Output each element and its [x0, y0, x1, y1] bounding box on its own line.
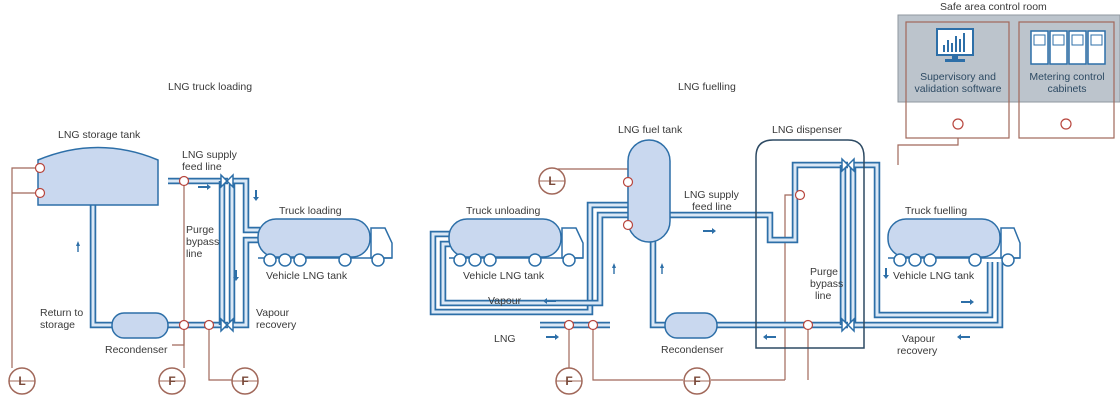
flow-arrow-down-icon [883, 268, 889, 279]
level-signal-line [11, 167, 40, 368]
flow-arrow-left-icon [543, 298, 556, 304]
monitor-icon [936, 28, 974, 62]
flow-arrow-right-icon [546, 334, 559, 340]
vapour-valve-icon[interactable] [220, 317, 234, 333]
left-pipes [89, 177, 260, 329]
right-recondenser-label: Recondenser [661, 344, 724, 356]
return-flow-sensor-2[interactable] [203, 319, 215, 331]
fuelling-truck-icon[interactable] [887, 218, 1021, 267]
cabinets-label-2: cabinets [1047, 83, 1086, 95]
vapour-recovery-label-2: recovery [256, 319, 297, 331]
flow-arrow-up-icon [76, 241, 80, 252]
supply-flow-sensor[interactable] [178, 175, 190, 187]
purge-label-3: line [186, 248, 203, 260]
cabinets-box[interactable] [1018, 21, 1115, 139]
return-flow-sensor-1[interactable] [178, 319, 190, 331]
supply-line-label-1: LNG supply [182, 149, 238, 161]
flow-arrow-up-icon [612, 263, 616, 274]
left-recondenser[interactable] [111, 312, 169, 339]
fuel-purge-label-1: Purge [810, 266, 838, 278]
flow-arrow-down-icon [233, 270, 239, 281]
dispenser-label: LNG dispenser [772, 124, 843, 136]
supply-line-label-2: feed line [182, 161, 222, 173]
lng-flow-sensor-1[interactable] [563, 319, 575, 331]
dispenser-return-valve-icon[interactable] [841, 317, 855, 333]
flow-arrow-right-icon [703, 228, 716, 234]
flow-gauge-left-1[interactable]: F [158, 367, 186, 395]
software-label-1: Supervisory and [920, 71, 996, 83]
section-title-control-room: Safe area control room [940, 1, 1047, 13]
fuel-purge-label-3: line [815, 290, 832, 302]
dispenser-supply-valve-icon[interactable] [841, 157, 855, 173]
vehicle-tank-label: Vehicle LNG tank [266, 270, 348, 282]
flow-arrow-up-icon [660, 263, 664, 274]
svg-text:F: F [565, 374, 572, 388]
vapour-label: Vapour [488, 295, 522, 307]
flow-signal-line-2 [208, 325, 232, 381]
vehicle-tank-label-2: Vehicle LNG tank [893, 270, 975, 282]
section-title-fuelling: LNG fuelling [678, 81, 736, 93]
cabinets-icon [1030, 30, 1106, 65]
supply-valve-icon[interactable] [220, 173, 234, 189]
dispenser-flow-sensor[interactable] [794, 189, 806, 201]
return-label-2: storage [40, 319, 75, 331]
cabinets-label-1: Metering control [1029, 71, 1104, 83]
fuel-tank-sensor-bottom[interactable] [622, 219, 634, 231]
fuel-tank-label: LNG fuel tank [618, 124, 683, 136]
flow-arrow-right-icon [961, 299, 974, 305]
svg-text:F: F [693, 374, 700, 388]
unloading-truck-icon[interactable] [448, 218, 584, 267]
flow-arrow-left-icon [957, 334, 970, 340]
flow-gauge-right-2[interactable]: F [683, 367, 711, 395]
fuel-vapour-recovery-label-2: recovery [897, 345, 938, 357]
lng-label: LNG [494, 333, 516, 345]
cabinets-sensor[interactable] [1060, 118, 1072, 130]
svg-text:F: F [241, 374, 248, 388]
truck-unloading-label: Truck unloading [466, 205, 540, 217]
truck-fuelling-label: Truck fuelling [905, 205, 967, 217]
svg-text:L: L [18, 374, 25, 388]
lng-flow-sensor-2[interactable] [587, 319, 599, 331]
level-gauge-left[interactable]: L [8, 367, 36, 395]
control-room: Supervisory and validation software Mete… [897, 14, 1120, 139]
software-label-2: validation software [915, 83, 1002, 95]
fuel-supply-label-2: feed line [692, 201, 732, 213]
fuelling-system: LNG dispenser LNG fuel tank [429, 124, 1021, 395]
svg-text:L: L [548, 174, 555, 188]
storage-level-sensor-low[interactable] [34, 187, 46, 199]
lng-storage-tank[interactable] [37, 146, 159, 206]
section-title-truck-loading: LNG truck loading [168, 81, 252, 93]
fuel-flow-signal-2 [592, 325, 683, 381]
loading-truck-icon[interactable] [257, 218, 393, 267]
fuel-vapour-recovery-label-1: Vapour [902, 333, 936, 345]
purge-label-2: bypass [186, 236, 219, 248]
lng-fuel-tank[interactable] [627, 139, 671, 243]
flow-arrow-right-icon [198, 184, 211, 190]
flow-gauge-right-1[interactable]: F [555, 367, 583, 395]
fuel-purge-label-2: bypass [810, 278, 843, 290]
storage-tank-label: LNG storage tank [58, 129, 141, 141]
vehicle-tank-label-1: Vehicle LNG tank [463, 270, 545, 282]
flow-gauge-left-2[interactable]: F [231, 367, 259, 395]
truck-loading-system: LNG storage tank Recondenser [8, 129, 393, 395]
right-pipes [429, 161, 1004, 329]
svg-text:F: F [168, 374, 175, 388]
flow-arrow-down-icon [253, 190, 259, 201]
level-gauge-right[interactable]: L [538, 167, 566, 195]
lng-dispenser[interactable] [755, 139, 865, 349]
return-label-1: Return to [40, 307, 83, 319]
storage-level-sensor-high[interactable] [34, 162, 46, 174]
truck-loading-label: Truck loading [279, 205, 342, 217]
control-signal-line [897, 138, 959, 165]
return-flow-sensor-right[interactable] [802, 319, 814, 331]
vapour-recovery-label-1: Vapour [256, 307, 290, 319]
fuel-tank-sensor-top[interactable] [622, 176, 634, 188]
right-recondenser[interactable] [664, 312, 718, 339]
flow-arrow-left-icon [763, 334, 776, 340]
fuel-supply-label-1: LNG supply [684, 189, 740, 201]
left-recondenser-label: Recondenser [105, 344, 168, 356]
purge-label-1: Purge [186, 224, 214, 236]
software-sensor[interactable] [952, 118, 964, 130]
